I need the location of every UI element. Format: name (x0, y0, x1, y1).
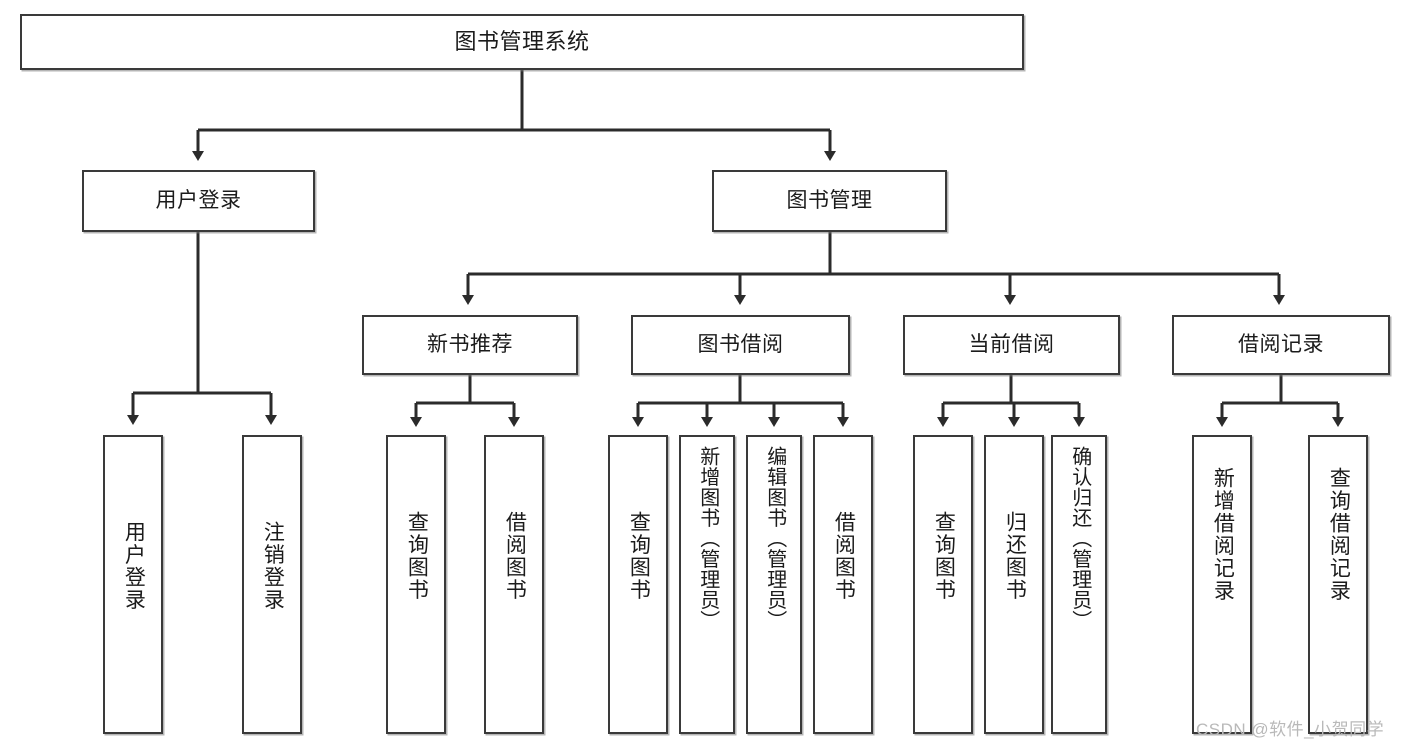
node-book-borrow[interactable]: 图书借阅 (631, 315, 850, 375)
node-leaf-query-book-borrow-label: 查询图书 (627, 511, 651, 601)
node-leaf-logout[interactable]: 注销登录 (242, 435, 302, 734)
node-leaf-user-login-label: 用户登录 (122, 521, 146, 611)
node-current-borrow-label: 当前借阅 (968, 332, 1055, 356)
node-leaf-add-record-label: 新增借阅记录 (1211, 467, 1235, 602)
node-leaf-confirm-return-label: 确认归还（管理员） (1068, 446, 1091, 631)
node-book-manage-label: 图书管理 (786, 188, 873, 212)
node-leaf-return-book-label: 归还图书 (1003, 511, 1027, 601)
node-leaf-add-book-label: 新增图书（管理员） (696, 446, 719, 631)
node-leaf-edit-book-label: 编辑图书（管理员） (763, 446, 786, 631)
node-leaf-add-record[interactable]: 新增借阅记录 (1192, 435, 1252, 734)
node-current-borrow[interactable]: 当前借阅 (903, 315, 1120, 375)
node-book-manage[interactable]: 图书管理 (712, 170, 947, 232)
node-user-login[interactable]: 用户登录 (82, 170, 315, 232)
node-leaf-confirm-return[interactable]: 确认归还（管理员） (1051, 435, 1107, 734)
node-borrow-record[interactable]: 借阅记录 (1172, 315, 1390, 375)
node-root-label: 图书管理系统 (454, 29, 590, 55)
node-leaf-add-book[interactable]: 新增图书（管理员） (679, 435, 735, 734)
node-leaf-query-book-cur-label: 查询图书 (932, 511, 956, 601)
node-leaf-borrow-book-label: 借阅图书 (832, 511, 856, 601)
node-leaf-query-book-rec[interactable]: 查询图书 (386, 435, 446, 734)
node-leaf-query-book-borrow[interactable]: 查询图书 (608, 435, 668, 734)
node-leaf-return-book[interactable]: 归还图书 (984, 435, 1044, 734)
csdn-watermark: CSDN @软件_小贺同学 (1196, 720, 1385, 739)
node-leaf-borrow-book[interactable]: 借阅图书 (813, 435, 873, 734)
node-leaf-query-record-label: 查询借阅记录 (1327, 467, 1351, 602)
node-leaf-borrow-book-rec-label: 借阅图书 (503, 511, 527, 601)
node-borrow-record-label: 借阅记录 (1238, 332, 1324, 356)
node-leaf-borrow-book-rec[interactable]: 借阅图书 (484, 435, 544, 734)
node-new-book-rec-label: 新书推荐 (427, 332, 513, 356)
node-user-login-label: 用户登录 (155, 188, 242, 212)
node-new-book-rec[interactable]: 新书推荐 (362, 315, 578, 375)
node-leaf-query-book-cur[interactable]: 查询图书 (913, 435, 973, 734)
node-book-borrow-label: 图书借阅 (697, 332, 784, 356)
node-leaf-query-book-rec-label: 查询图书 (405, 511, 429, 601)
node-leaf-edit-book[interactable]: 编辑图书（管理员） (746, 435, 802, 734)
node-root[interactable]: 图书管理系统 (20, 14, 1024, 70)
node-leaf-query-record[interactable]: 查询借阅记录 (1308, 435, 1368, 734)
node-leaf-logout-label: 注销登录 (261, 521, 285, 611)
node-leaf-user-login[interactable]: 用户登录 (103, 435, 163, 734)
